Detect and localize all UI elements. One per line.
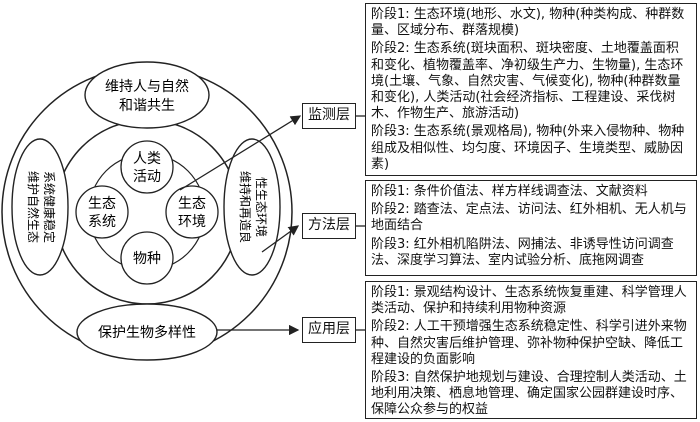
goal-biodiversity-ellipse — [76, 303, 218, 361]
application-stages-box: 阶段1: 景观结构设计、生态系统恢复重建、科学管理人类活动、保护和持续利用物种资… — [365, 281, 697, 419]
goal-environment-label-a: 性生态环境 — [254, 177, 269, 237]
application-stage-3: 阶段3: 自然保护地规划与建设、合理控制人类活动、土地利用决策、栖息地管理、确定… — [371, 370, 687, 418]
method-stage-3: 阶段3: 红外相机陷阱法、网捕法、非诱导性访问调查法、深度学习算法、室内试验分析… — [371, 236, 674, 268]
arrow-to-method — [261, 225, 300, 253]
core-species-label: 物种 — [133, 251, 161, 267]
core-human-activity-line2: 活动 — [133, 169, 161, 185]
goal-environment-label-b: 维持和再造良 — [238, 171, 253, 243]
goal-harmony-ellipse — [84, 61, 210, 129]
method-stage-2: 阶段2: 踏查法、定点法、访问法、红外相机、无人机与地面结合 — [371, 202, 687, 234]
core-environment-line2: 环境 — [178, 214, 206, 230]
arrow-to-monitoring — [179, 115, 302, 191]
goal-harmony-line2: 和谐共生 — [119, 98, 175, 114]
monitoring-layer-label: 监测层 — [302, 103, 356, 129]
core-human-activity-line1: 人类 — [133, 151, 161, 167]
method-stage-1: 阶段1: 条件价值法、样方样线调查法、文献资料 — [371, 184, 648, 199]
core-ecosystem-line1: 生态 — [88, 196, 116, 212]
goal-environment-ellipse — [223, 138, 281, 276]
core-species-circle — [120, 231, 174, 285]
monitoring-stages-box: 阶段1: 生态环境(地形、水文), 物种(种类构成、种群数量、区域分布、群落规模… — [365, 3, 697, 176]
goal-harmony-line1: 维持人与自然 — [105, 78, 189, 95]
goal-ecosystem-label-b: 维护自然生态 — [26, 171, 41, 243]
method-stages-box: 阶段1: 条件价值法、样方样线调查法、文献资料 阶段2: 踏查法、定点法、访问法… — [365, 180, 697, 276]
core-environment-circle — [165, 185, 219, 239]
application-stage-1: 阶段1: 景观结构设计、生态系统恢复重建、科学管理人类活动、保护和持续利用物种资… — [371, 285, 687, 317]
core-human-activity-circle — [120, 140, 174, 194]
goal-biodiversity-label: 保护生物多样性 — [98, 324, 196, 341]
application-stage-2: 阶段2: 人工干预增强生态系统稳定性、科学引进外来物种、自然灾害后维护管理、弥补… — [371, 319, 687, 367]
core-environment-line1: 生态 — [178, 196, 206, 212]
monitoring-stage-3: 阶段3: 生态系统(景观格局), 物种(外来入侵物种、物种组成及相似性、均匀度、… — [371, 124, 685, 172]
monitoring-stage-1: 阶段1: 生态环境(地形、水文), 物种(种类构成、种群数量、区域分布、群落规模… — [371, 7, 685, 39]
core-ecosystem-line2: 系统 — [88, 214, 116, 230]
goal-ecosystem-label-a: 系统健康稳定 — [42, 171, 57, 243]
core-ecosystem-circle — [75, 185, 129, 239]
application-layer-label: 应用层 — [302, 317, 356, 343]
method-layer-label: 方法层 — [302, 213, 356, 239]
goal-ecosystem-ellipse — [11, 138, 69, 276]
monitoring-stage-2: 阶段2: 生态系统(斑块面积、斑块密度、土地覆盖面积和变化、植物覆盖率、净初级生… — [371, 41, 684, 122]
